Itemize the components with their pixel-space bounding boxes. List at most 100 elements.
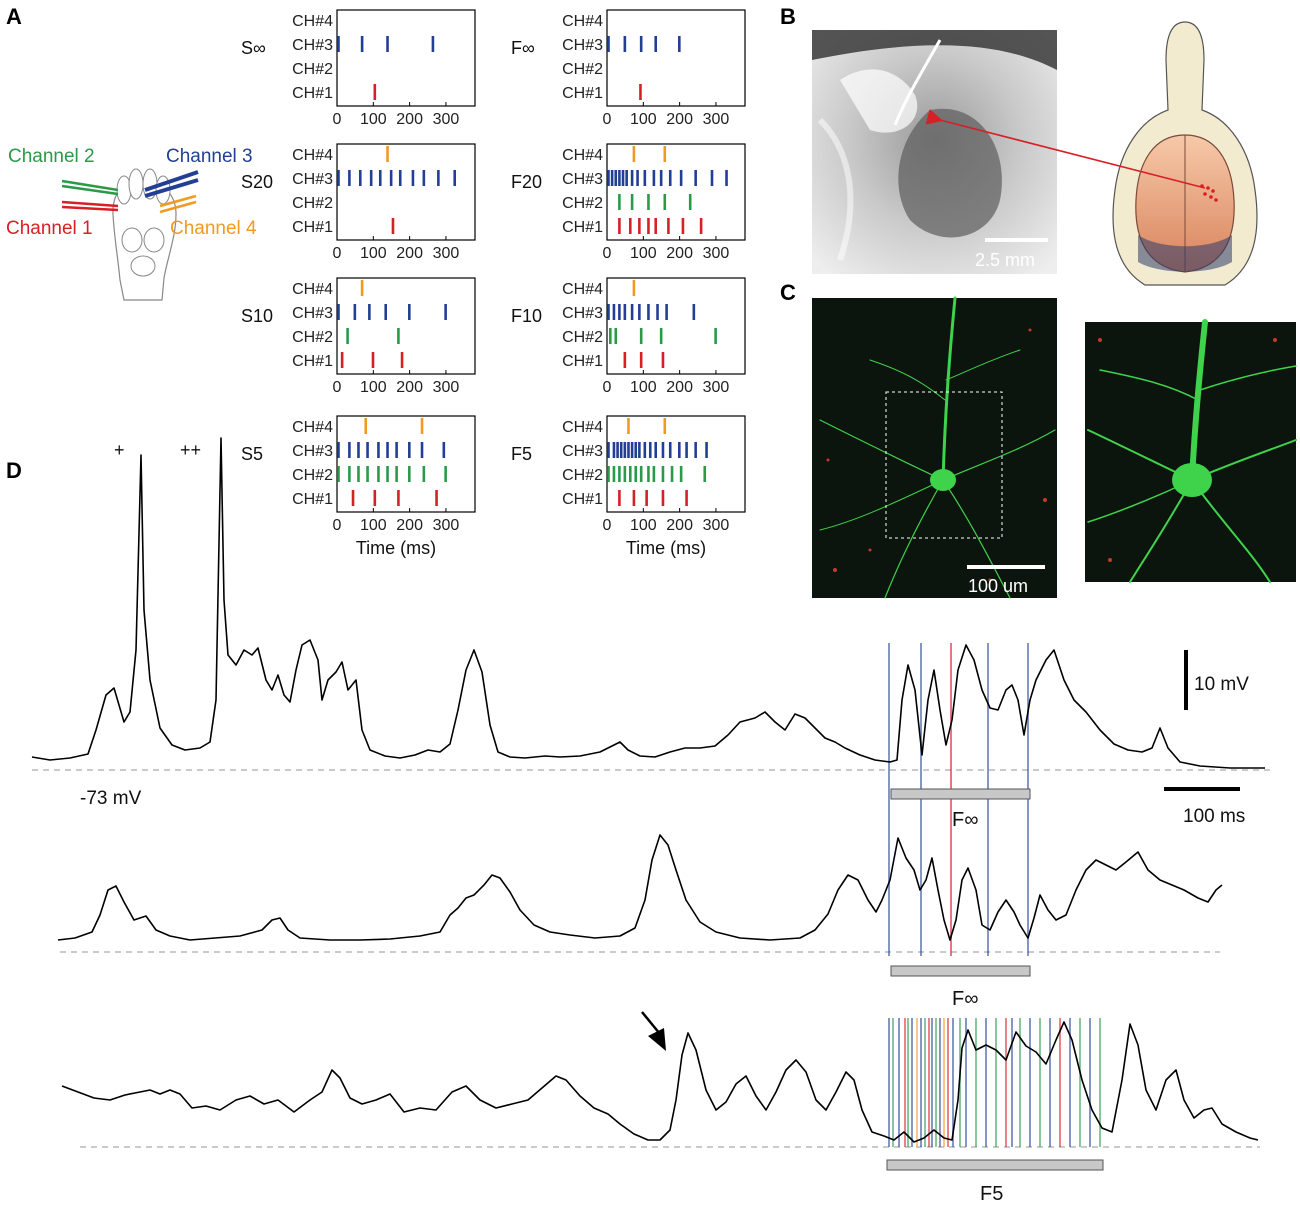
- x-tick-label: 200: [666, 379, 693, 396]
- raster-condition-label: F20: [511, 172, 542, 192]
- raster-channel-label: CH#2: [292, 467, 333, 484]
- x-tick-label: 300: [703, 379, 730, 396]
- x-tick-label: 200: [396, 245, 423, 262]
- x-tick-label: 0: [603, 517, 612, 534]
- x-tick-label: 0: [333, 517, 342, 534]
- raster-condition-label: S10: [241, 306, 273, 326]
- x-tick-label: 0: [333, 245, 342, 262]
- x-tick-label: 0: [603, 111, 612, 128]
- raster-channel-label: CH#2: [562, 195, 603, 212]
- raster-channel-label: CH#3: [562, 305, 603, 322]
- electrode-channel-1: [61, 205, 119, 212]
- stim-label-3: F5: [980, 1183, 1003, 1205]
- x-tick-label: 300: [433, 245, 460, 262]
- raster-channel-label: CH#2: [292, 195, 333, 212]
- raster-channel-label: CH#3: [292, 443, 333, 460]
- recording-sites: [1200, 184, 1218, 202]
- raster-axes-box: [606, 277, 746, 375]
- raster-channel-label: CH#4: [562, 13, 603, 30]
- raster-channel-label: CH#1: [292, 491, 333, 508]
- raster-condition-label: F5: [511, 444, 532, 464]
- paw-electrode-diagram: Channel 2 Channel 3 Channel 1 Channel 4: [6, 146, 257, 301]
- raster-channel-label: CH#3: [562, 171, 603, 188]
- electrode-channel-2: [61, 184, 119, 196]
- raster-axes-box: [606, 415, 746, 513]
- membrane-traces: F∞ F∞ F5 + ++ -73 mV 10 mV 100 ms: [31, 437, 1275, 1205]
- raster-channel-label: CH#3: [292, 171, 333, 188]
- trace-3: [61, 1021, 1259, 1143]
- stim-label-2: F∞: [952, 988, 978, 1010]
- raster-channel-label: CH#3: [292, 37, 333, 54]
- stim-label-1: F∞: [952, 809, 978, 831]
- x-tick-label: 300: [703, 245, 730, 262]
- raster-axes-box: [336, 415, 476, 513]
- zoom-background: [1085, 322, 1296, 582]
- spike-mark-2: ++: [180, 440, 201, 460]
- micro-scale-label: 100 um: [968, 576, 1028, 596]
- stim-bar-3: [886, 1159, 1104, 1171]
- stimulus-markers: [888, 643, 1101, 1147]
- raster-channel-label: CH#3: [562, 37, 603, 54]
- x-tick-label: 200: [396, 379, 423, 396]
- x-axis-label: Time (ms): [356, 538, 436, 558]
- paw-digit: [128, 168, 144, 200]
- x-tick-label: 200: [666, 111, 693, 128]
- trace-2: [57, 834, 1223, 941]
- x-axis-label: Time (ms): [626, 538, 706, 558]
- raster-axes-box: [606, 9, 746, 107]
- x-tick-label: 100: [360, 379, 387, 396]
- x-tick-label: 100: [360, 517, 387, 534]
- raster-channel-label: CH#4: [562, 147, 603, 164]
- voltage-scale-label: 10 mV: [1194, 674, 1249, 695]
- raster-channel-label: CH#2: [562, 467, 603, 484]
- x-tick-label: 100: [360, 111, 387, 128]
- electrode-channel-2: [61, 179, 119, 192]
- trace-1: [31, 437, 1265, 769]
- x-tick-label: 100: [630, 111, 657, 128]
- x-tick-label: 100: [360, 245, 387, 262]
- raster-channel-label: CH#1: [562, 353, 603, 370]
- raster-axes-box: [336, 277, 476, 375]
- spike-mark-1: +: [114, 440, 125, 460]
- x-tick-label: 300: [433, 379, 460, 396]
- raster-channel-label: CH#1: [562, 85, 603, 102]
- panel-label-b: B: [780, 4, 796, 29]
- raster-channel-label: CH#4: [292, 419, 333, 436]
- x-tick-label: 200: [396, 517, 423, 534]
- raster-channel-label: CH#3: [562, 443, 603, 460]
- raster-condition-label: S20: [241, 172, 273, 192]
- raster-channel-label: CH#4: [562, 281, 603, 298]
- neuron-soma: [930, 469, 956, 491]
- zoom-soma: [1172, 463, 1212, 497]
- photo-craniotomy: [898, 108, 1002, 238]
- photo-tissue: [817, 117, 854, 261]
- x-tick-label: 100: [630, 379, 657, 396]
- location-arrow: [925, 109, 1206, 189]
- raster-channel-label: CH#2: [562, 329, 603, 346]
- zoom-red-puncta: [1098, 338, 1277, 562]
- electrode-channel-1: [61, 200, 119, 208]
- brain-posterior: [1138, 235, 1232, 272]
- photo-scale-label: 2.5 mm: [975, 250, 1035, 270]
- raster-channel-label: CH#4: [292, 13, 333, 30]
- electrode-channel-3: [144, 178, 199, 198]
- paw-pad: [130, 255, 156, 277]
- x-tick-label: 300: [433, 111, 460, 128]
- time-scale-label: 100 ms: [1183, 806, 1245, 827]
- arrow-head-icon: [648, 1028, 666, 1051]
- x-tick-label: 0: [603, 245, 612, 262]
- raster-channel-label: CH#4: [292, 147, 333, 164]
- electrode-channel-4: [159, 200, 197, 214]
- x-tick-label: 100: [630, 517, 657, 534]
- label-channel-2: Channel 2: [8, 146, 95, 167]
- x-tick-label: 200: [666, 245, 693, 262]
- raster-channel-label: CH#1: [562, 491, 603, 508]
- x-tick-label: 200: [396, 111, 423, 128]
- paw-pad: [121, 227, 143, 253]
